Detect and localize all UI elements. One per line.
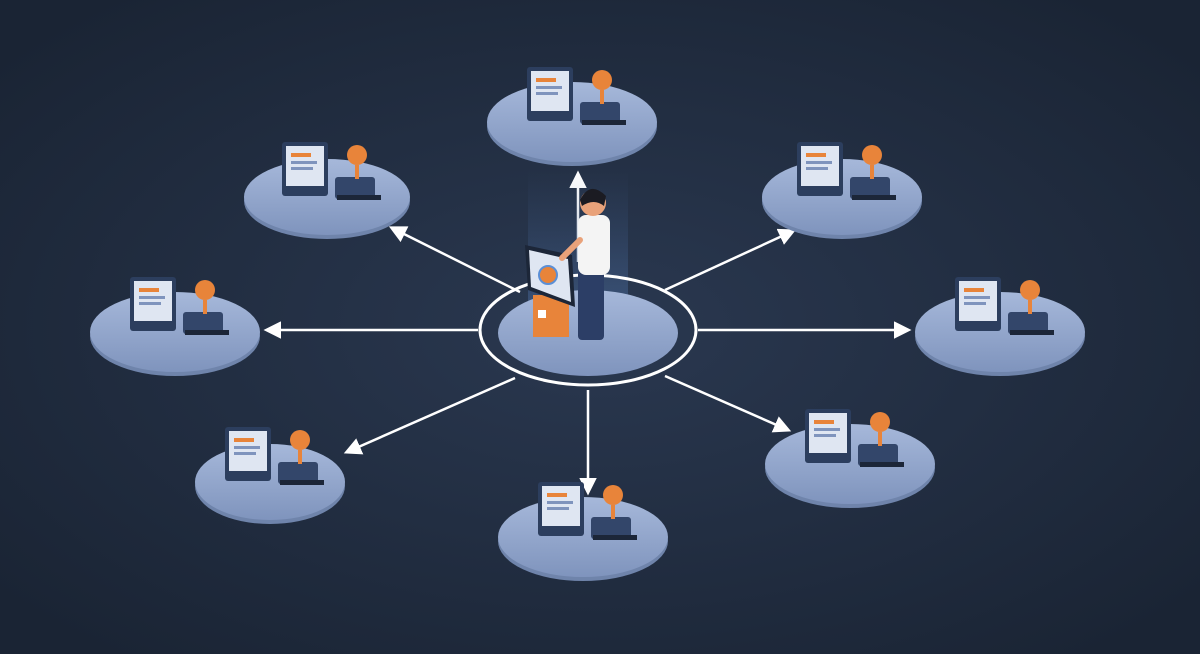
whiteboard-and-joystick-lightbulb-icon (797, 142, 896, 200)
node-right (915, 277, 1085, 376)
node-left (90, 277, 260, 376)
desktop-computer-and-laptop-icon (282, 142, 381, 200)
arrow-to-bottom-left (343, 376, 516, 455)
hub-node (478, 170, 698, 387)
node-bottom-left (195, 427, 345, 524)
arrow-to-bottom-right (664, 374, 792, 433)
robot-and-trophy-icon (527, 67, 626, 125)
tablet-books-and-clock-icon (130, 277, 229, 335)
node-top-right (762, 142, 922, 239)
satellite-nodes (90, 67, 1085, 581)
connector-arrows (263, 170, 912, 496)
tablet-and-lab-shelf-icon (955, 277, 1054, 335)
node-top-left (244, 142, 410, 239)
node-top (487, 67, 657, 166)
node-bottom-right (765, 409, 935, 508)
graduation-cap-and-documents-icon (225, 427, 324, 485)
plant-phone-and-tablet-icon (805, 409, 904, 467)
arrow-to-top-left (388, 226, 521, 294)
node-bottom (498, 482, 668, 581)
arrow-to-top-right (664, 228, 797, 292)
student-at-laptop-icon (538, 482, 637, 540)
person-at-kiosk-icon (525, 188, 610, 340)
